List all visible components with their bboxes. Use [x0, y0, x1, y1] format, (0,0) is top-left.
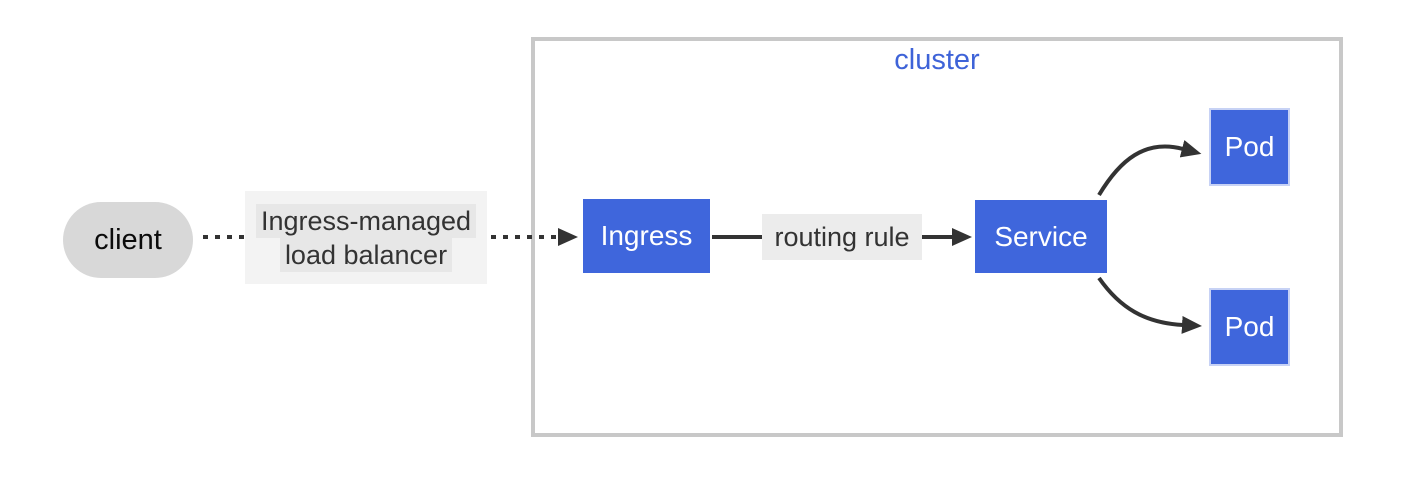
- node-pod-bottom-label: Pod: [1224, 311, 1275, 342]
- edge-label-routing-rule-text: routing rule: [774, 221, 910, 252]
- edge-label-load-balancer-line1: Ingress-managed: [255, 203, 477, 238]
- cluster-label: cluster: [894, 44, 980, 76]
- node-ingress-label: Ingress: [600, 220, 693, 251]
- edge-label-routing-rule: routing rule: [762, 214, 922, 260]
- node-pod-top-label: Pod: [1224, 131, 1275, 162]
- node-service: Service: [975, 200, 1107, 273]
- node-client-label: client: [94, 223, 162, 256]
- node-pod-bottom: Pod: [1209, 288, 1290, 366]
- edge-label-load-balancer: Ingress-managed load balancer: [245, 191, 487, 284]
- node-service-label: Service: [994, 220, 1088, 252]
- node-ingress: Ingress: [583, 199, 710, 273]
- node-pod-top: Pod: [1209, 108, 1290, 186]
- edge-label-load-balancer-line2: load balancer: [279, 237, 453, 272]
- node-client: client: [63, 202, 193, 278]
